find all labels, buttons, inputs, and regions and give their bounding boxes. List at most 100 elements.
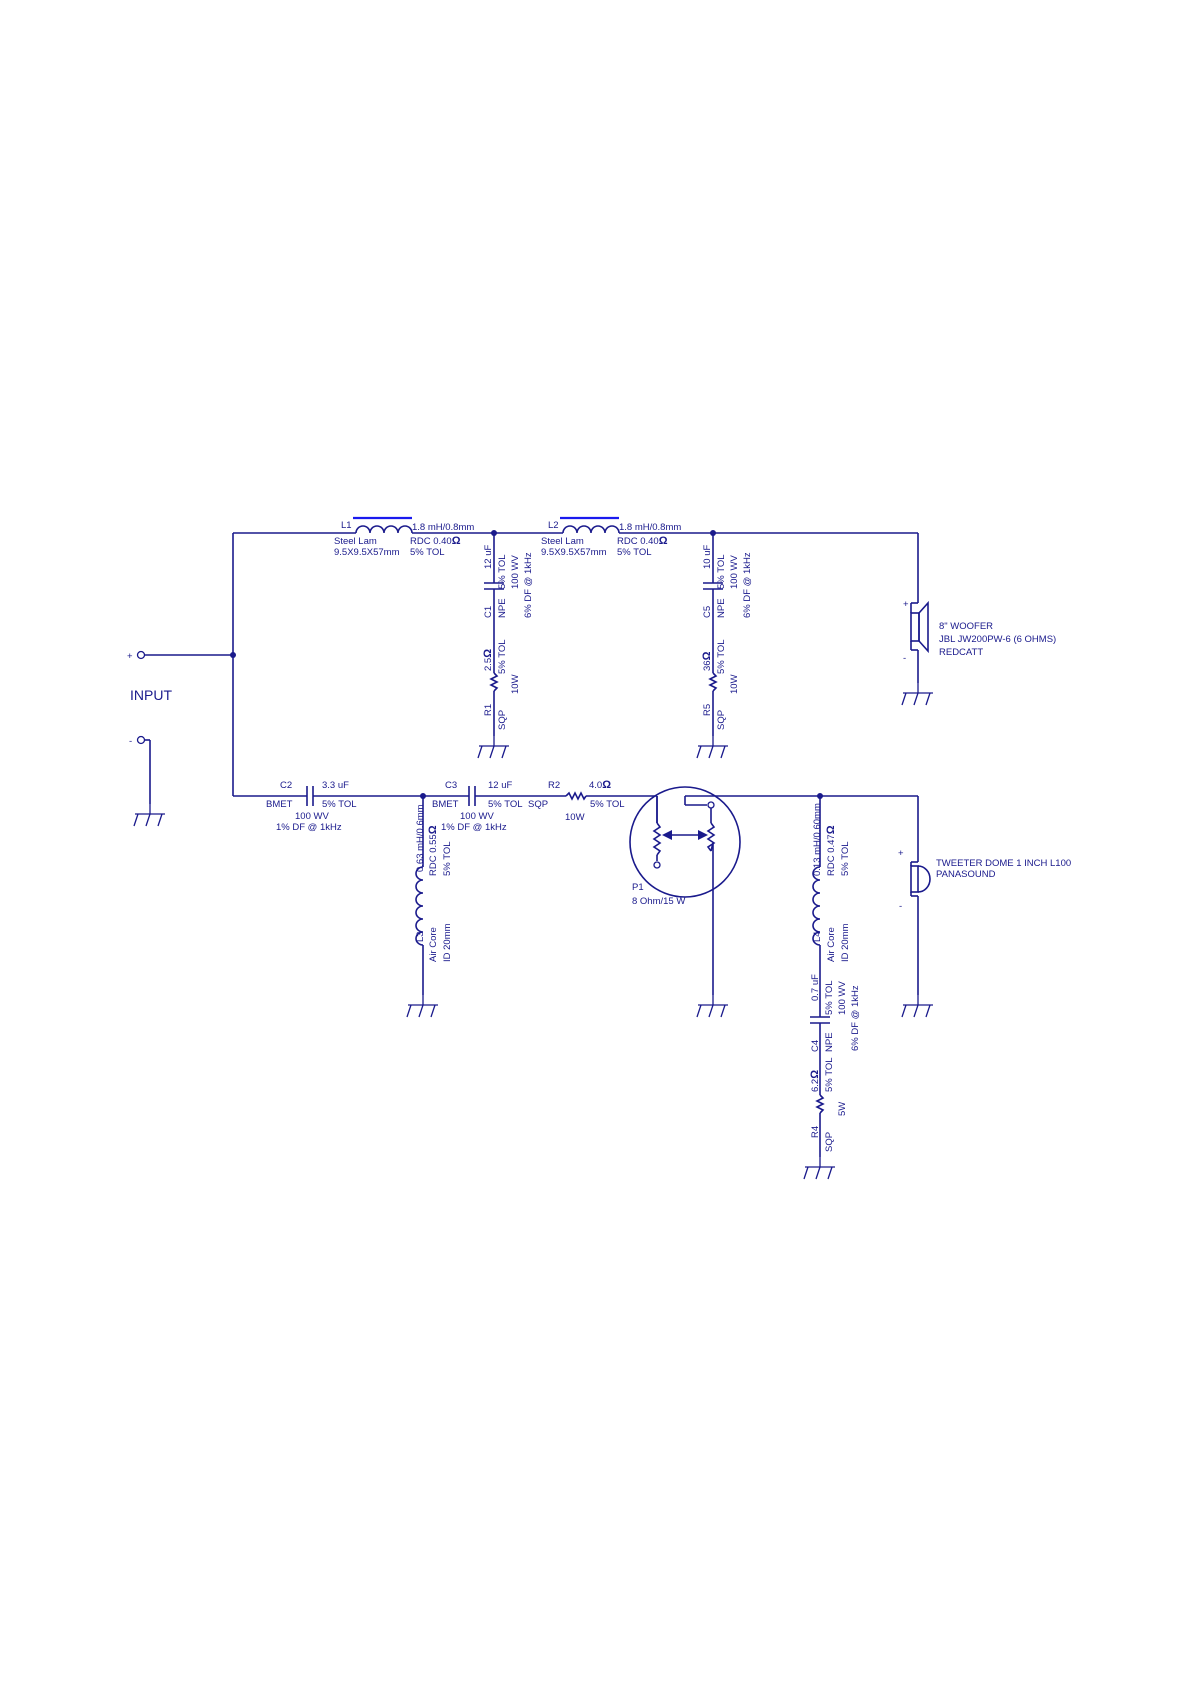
C4-type: NPE — [824, 1032, 835, 1052]
ohm-symbol: Ω — [659, 535, 668, 547]
L3-id: ID 20mm — [442, 923, 453, 962]
svg-text:RDC 0.47Ω: RDC 0.47Ω — [825, 825, 837, 876]
R4-ref: R4 — [810, 1126, 821, 1138]
L1-tol: 5% TOL — [410, 547, 445, 558]
lpad-P1: P1 8 Ohm/15 W — [629, 786, 741, 907]
svg-text:6.2Ω: 6.2Ω — [809, 1070, 821, 1092]
R5-ref: R5 — [702, 704, 713, 716]
P1-ref: P1 — [632, 882, 644, 893]
L4-id: ID 20mm — [840, 923, 851, 962]
L2-tol: 5% TOL — [617, 547, 652, 558]
capacitor-C3: C3 12 uF BMET 5% TOL 100 WV 1% DF @ 1kHz — [432, 780, 523, 833]
C2-ref: C2 — [280, 780, 292, 791]
C2-value: 3.3 uF — [322, 780, 349, 791]
ground-symbols — [133, 682, 934, 1180]
R2-ref: R2 — [548, 780, 560, 791]
svg-text:RDC 0.40Ω: RDC 0.40Ω — [410, 535, 461, 547]
ohm-symbol: Ω — [825, 825, 837, 834]
woofer-plus: + — [903, 599, 909, 610]
capacitor-C1: 12 uF 5% TOL 100 WV 6% DF @ 1kHz C1 NPE — [483, 545, 534, 618]
L2-core: Steel Lam — [541, 536, 584, 547]
C4-wv: 100 WV — [837, 981, 848, 1015]
R2-watt: 10W — [565, 812, 585, 823]
L1-size: 9.5X9.5X57mm — [334, 547, 400, 558]
R1-type: SQP — [497, 710, 508, 730]
input-label: INPUT — [130, 687, 172, 703]
L2-value: 1.8 mH/0.8mm — [619, 522, 681, 533]
tweeter-speaker: + - TWEETER DOME 1 INCH L100 PANASOUND — [898, 848, 1071, 912]
R4-watt: 5W — [837, 1102, 848, 1116]
C3-wv: 100 WV — [460, 811, 494, 822]
ohm-symbol: Ω — [809, 1070, 821, 1079]
ohm-symbol: Ω — [701, 651, 713, 660]
input-plus-label: + — [127, 651, 133, 662]
capacitor-C5: 10 uF 5% TOL 100 WV 6% DF @ 1kHz C5 NPE — [702, 545, 753, 618]
C2-wv: 100 WV — [295, 811, 329, 822]
ohm-symbol: Ω — [427, 825, 439, 834]
C5-tol: 5% TOL — [716, 554, 727, 589]
R4-value: 6.2 — [810, 1079, 821, 1092]
L3-rdc: RDC 0.55 — [428, 834, 439, 876]
C5-wv: 100 WV — [729, 555, 740, 589]
C3-value: 12 uF — [488, 780, 512, 791]
inductor-L2: L2 1.8 mH/0.8mm Steel Lam 9.5X9.5X57mm R… — [541, 516, 681, 558]
C4-df: 6% DF @ 1kHz — [850, 985, 861, 1051]
ohm-symbol: Ω — [452, 535, 461, 547]
L4-core: Air Core — [826, 927, 837, 962]
svg-text:2.5Ω: 2.5Ω — [482, 649, 494, 671]
woofer-line1: 8" WOOFER — [939, 621, 993, 632]
L2-size: 9.5X9.5X57mm — [541, 547, 607, 558]
C3-df: 1% DF @ 1kHz — [441, 822, 507, 833]
resistor-R4: 6.2Ω 5% TOL 5W R4 SQP — [809, 1057, 848, 1152]
C1-type: NPE — [497, 598, 508, 618]
L3-ref: L3 — [415, 931, 426, 942]
tweeter-line2: PANASOUND — [936, 869, 996, 880]
woofer-line2: JBL JW200PW-6 (6 OHMS) — [939, 634, 1056, 645]
R1-watt: 10W — [510, 674, 521, 694]
input-terminals: + - INPUT — [127, 650, 172, 747]
L4-value: 0.13 mH/0.60mm — [812, 803, 823, 876]
ohm-symbol: Ω — [602, 779, 611, 791]
C5-type: NPE — [716, 598, 727, 618]
C3-tol: 5% TOL — [488, 799, 523, 810]
P1-value: 8 Ohm/15 W — [632, 896, 685, 907]
input-minus-label: - — [129, 736, 132, 747]
R4-type: SQP — [824, 1132, 835, 1152]
woofer-speaker: + - 8" WOOFER JBL JW200PW-6 (6 OHMS) RED… — [903, 599, 1056, 664]
R2-type: SQP — [528, 799, 548, 810]
inductor-L3: 0.63 mH/0.6mm RDC 0.55Ω 5% TOL L3 Air Co… — [415, 804, 453, 962]
inductor-L4: 0.13 mH/0.60mm RDC 0.47Ω 5% TOL L4 Air C… — [812, 803, 851, 962]
tweeter-line1: TWEETER DOME 1 INCH L100 — [936, 858, 1071, 869]
R5-tol: 5% TOL — [716, 639, 727, 674]
R5-value: 36 — [702, 660, 713, 671]
L3-value: 0.63 mH/0.6mm — [415, 804, 426, 872]
svg-text:36Ω: 36Ω — [701, 651, 713, 671]
L3-core: Air Core — [428, 927, 439, 962]
L4-tol: 5% TOL — [840, 841, 851, 876]
L1-ref: L1 — [341, 520, 352, 531]
C2-df: 1% DF @ 1kHz — [276, 822, 342, 833]
C4-ref: C4 — [810, 1040, 821, 1052]
svg-text:RDC 0.55Ω: RDC 0.55Ω — [427, 825, 439, 876]
svg-text:RDC 0.40Ω: RDC 0.40Ω — [617, 535, 668, 547]
R2-tol: 5% TOL — [590, 799, 625, 810]
svg-text:4.0Ω: 4.0Ω — [589, 779, 611, 791]
L1-value: 1.8 mH/0.8mm — [412, 522, 474, 533]
C3-ref: C3 — [445, 780, 457, 791]
L4-ref: L4 — [812, 931, 823, 942]
C5-value: 10 uF — [702, 545, 713, 569]
L4-rdc: RDC 0.47 — [826, 834, 837, 876]
woofer-minus: - — [903, 653, 906, 664]
C1-tol: 5% TOL — [497, 554, 508, 589]
L1-core: Steel Lam — [334, 536, 377, 547]
woofer-line3: REDCATT — [939, 647, 983, 658]
resistor-R1: 2.5Ω 5% TOL 10W R1 SQP — [482, 639, 521, 730]
junction-dots — [230, 530, 823, 799]
resistor-R2: R2 4.0Ω SQP 5% TOL 10W — [528, 779, 625, 823]
L2-ref: L2 — [548, 520, 559, 531]
C3-type: BMET — [432, 799, 459, 810]
resistor-R5: 36Ω 5% TOL 10W R5 SQP — [701, 639, 740, 730]
tweeter-minus: - — [899, 901, 902, 912]
capacitor-C2: C2 3.3 uF BMET 5% TOL 100 WV 1% DF @ 1kH… — [266, 780, 357, 833]
